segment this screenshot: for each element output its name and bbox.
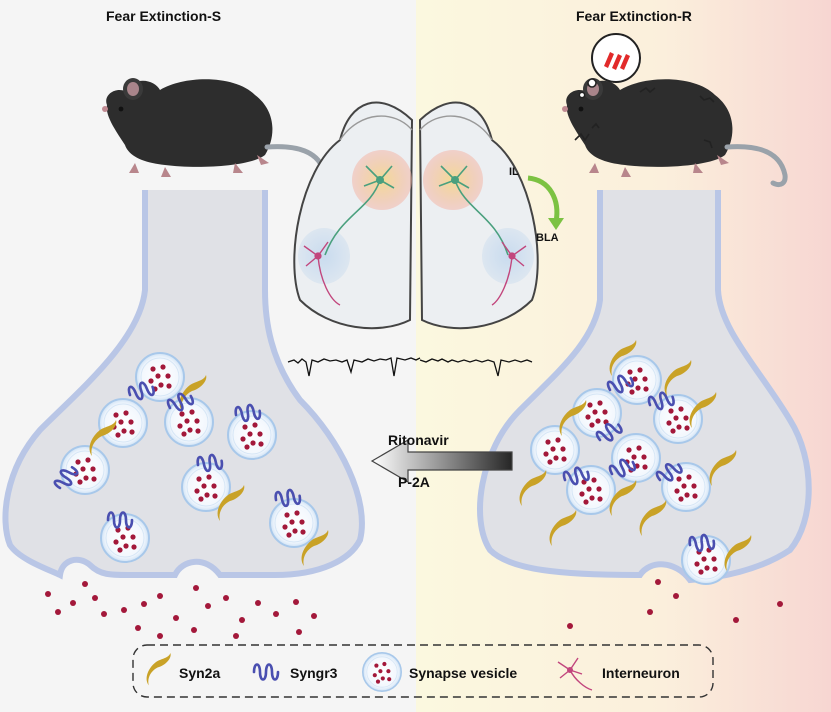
presynaptic-terminal-left	[2, 190, 365, 580]
legend-label-vesicle: Synapse vesicle	[409, 665, 518, 681]
treatment-target-label: P-2A	[398, 474, 430, 490]
legend-vesicle-icon	[361, 651, 403, 693]
thought-bubble	[578, 33, 641, 99]
region-label-bla: BLA	[536, 232, 559, 244]
legend-label-syngr3: Syngr3	[290, 665, 338, 681]
released-neurotransmitters	[45, 579, 783, 639]
il-bla-arrow	[527, 175, 560, 223]
region-label-il: IL	[509, 166, 519, 178]
agitation-marks	[574, 86, 715, 149]
presynaptic-terminal-right	[477, 190, 812, 585]
legend	[132, 644, 714, 698]
title-susceptible: Fear Extinction-S	[106, 8, 222, 24]
treatment-arrow	[370, 438, 513, 484]
legend-label-interneuron: Interneuron	[602, 665, 680, 681]
title-resistant: Fear Extinction-R	[576, 8, 692, 24]
fear-icon	[604, 52, 630, 70]
legend-interneuron-icon	[557, 657, 593, 691]
mouse-resistant	[562, 78, 785, 185]
brain-diagram	[293, 101, 564, 330]
ephys-traces	[287, 357, 533, 377]
legend-label-syn2a: Syn2a	[179, 665, 221, 681]
treatment-drug-label: Ritonavir	[388, 432, 449, 448]
